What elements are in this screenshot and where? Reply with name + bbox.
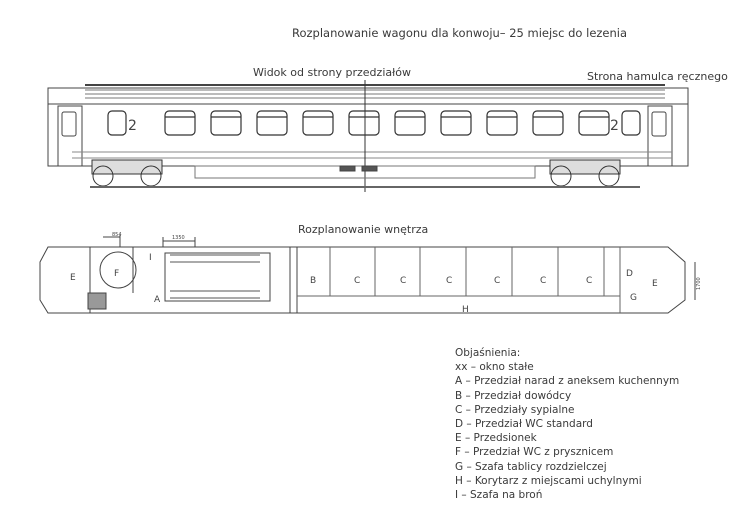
- legend-item: H – Korytarz z miejscami uchylnymi: [455, 474, 642, 487]
- zone-c: C: [446, 276, 452, 286]
- legend-item: xx – okno stałe: [455, 361, 534, 374]
- zone-e-right: E: [652, 279, 658, 289]
- bogie-right: [549, 159, 621, 187]
- legend: Objaśnienia: xx – okno stałe A – Przedzi…: [455, 346, 679, 502]
- side-view-title: Widok od strony przedziałów: [253, 66, 411, 79]
- bogie-left: [91, 159, 163, 187]
- zone-b: B: [310, 276, 316, 286]
- shower: [99, 251, 137, 289]
- dimension-1350: 1350: [172, 235, 185, 241]
- legend-item: A – Przedział narad z aneksem kuchennym: [455, 375, 680, 388]
- interior-title: Rozplanowanie wnętrza: [298, 223, 429, 236]
- floor-plan: [39, 235, 696, 314]
- zone-f: F: [114, 269, 119, 279]
- zone-i: I: [149, 253, 152, 263]
- zone-c: C: [494, 276, 500, 286]
- class-mark-right: 2: [610, 118, 619, 134]
- legend-item: B – Przedział dowódcy: [455, 389, 572, 402]
- door-left: [57, 105, 83, 167]
- zone-labels: E F I A B C C C C C C D G E H: [70, 253, 658, 315]
- class-mark-left: 2: [128, 118, 137, 134]
- dimension-1700: 1700: [696, 277, 702, 290]
- legend-title: Objaśnienia:: [455, 347, 521, 359]
- zone-g: G: [630, 293, 637, 303]
- meeting-table: [164, 252, 271, 302]
- dimension-854: 854: [112, 232, 122, 238]
- windows: [107, 110, 641, 136]
- car-body: [47, 87, 689, 167]
- zone-e-left: E: [70, 273, 76, 283]
- legend-item: F – Przedział WC z prysznicem: [455, 446, 614, 459]
- zone-c: C: [540, 276, 546, 286]
- compartment-walls: [297, 247, 621, 313]
- zone-c: C: [586, 276, 592, 286]
- zone-d: D: [626, 269, 633, 279]
- legend-item: I – Szafa na broń: [455, 489, 543, 502]
- zone-c: C: [354, 276, 360, 286]
- zone-h: H: [462, 305, 469, 315]
- door-right: [647, 105, 673, 167]
- legend-item: C – Przedziały sypialne: [455, 403, 575, 416]
- drawing-title: Rozplanowanie wagonu dla konwoju– 25 mie…: [292, 26, 628, 40]
- legend-item: G – Szafa tablicy rozdzielczej: [455, 460, 607, 473]
- legend-item: D – Przedział WC standard: [455, 418, 593, 431]
- car-outline: [39, 246, 686, 314]
- zone-c: C: [400, 276, 406, 286]
- handbrake-side-label: Strona hamulca ręcznego: [587, 70, 728, 83]
- zone-a: A: [154, 295, 161, 305]
- legend-item: E – Przedsionek: [455, 432, 537, 445]
- side-view: [47, 80, 689, 192]
